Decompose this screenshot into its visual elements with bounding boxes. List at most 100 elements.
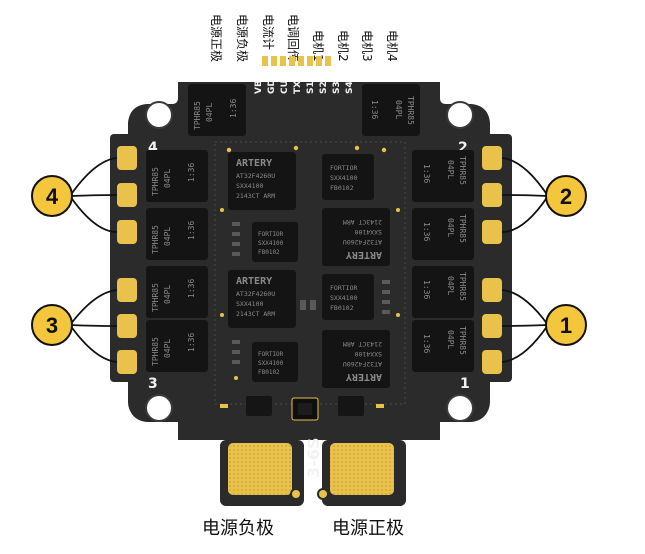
corner-number-bottom-left: 3	[148, 376, 158, 392]
svg-text:SXX4100: SXX4100	[258, 360, 284, 367]
top-label-telemetry: 电调回传	[286, 14, 301, 62]
svg-text:AT32F4260U: AT32F4260U	[236, 290, 275, 298]
voltage-rating-label: 3-6S	[304, 438, 323, 478]
badge-1: 1	[546, 305, 586, 345]
svg-text:04PL: 04PL	[446, 160, 455, 179]
svg-text:TPHR85: TPHR85	[151, 225, 160, 254]
pin-label: TX	[293, 81, 303, 94]
svg-text:SXX4100: SXX4100	[330, 174, 357, 182]
svg-text:TPHR85: TPHR85	[458, 272, 467, 301]
svg-text:1: 1	[560, 313, 572, 338]
pin-label: S1	[306, 81, 316, 94]
mcu-chip-2: ARTERY AT32F4260U SXX4100 2143CT ARM	[228, 270, 296, 328]
mounting-hole-top-right	[447, 102, 473, 128]
svg-text:2143CT ARM: 2143CT ARM	[343, 218, 382, 226]
svg-text:SXX4100: SXX4100	[355, 228, 382, 236]
svg-text:TPHR85: TPHR85	[406, 96, 415, 125]
pin-label: S2	[319, 81, 329, 94]
top-labels: 电源正极 电源负极 电流计 电调回传 电机1 电机2 电机3 电机4	[209, 14, 399, 62]
svg-text:FORTIOR: FORTIOR	[330, 284, 357, 292]
svg-text:1:36: 1:36	[187, 333, 196, 352]
signal-pad	[289, 56, 295, 66]
svg-text:04PL: 04PL	[205, 103, 214, 122]
svg-text:1:36: 1:36	[422, 334, 431, 353]
svg-text:1:36: 1:36	[370, 100, 379, 119]
pin-label: CU	[280, 80, 290, 94]
svg-text:SXX4100: SXX4100	[330, 294, 357, 302]
motor-pad-2b	[482, 183, 502, 207]
svg-text:FORTIOR: FORTIOR	[258, 351, 284, 358]
motor-pad-1a	[482, 278, 502, 302]
driver-chip-3: FORTIOR SXX4100 FB0102	[322, 274, 374, 320]
svg-text:2143CT ARM: 2143CT ARM	[236, 310, 275, 318]
motor-pad-3c	[117, 350, 137, 374]
motor-pad-4b	[117, 183, 137, 207]
mcu-chip-1: ARTERY AT32F4260U SXX4100 2143CT ARM	[228, 152, 296, 210]
signal-pad	[271, 56, 277, 66]
pin-label: VB	[254, 80, 264, 94]
svg-text:1:36: 1:36	[187, 279, 196, 298]
svg-text:TPHR85: TPHR85	[458, 326, 467, 355]
driver-chip-2: FORTIOR SXX4100 FB0102	[252, 222, 298, 262]
corner-number-bottom-right: 1	[460, 376, 470, 392]
svg-text:1:36: 1:36	[187, 221, 196, 240]
svg-text:2143CT ARM: 2143CT ARM	[343, 340, 382, 348]
svg-text:TPHR85: TPHR85	[193, 101, 202, 130]
svg-text:AT32F4260U: AT32F4260U	[236, 172, 275, 180]
negative-pad-via	[291, 489, 301, 499]
svg-text:FORTIOR: FORTIOR	[330, 164, 357, 172]
motor-pad-1c	[482, 350, 502, 374]
badge-3: 3	[32, 305, 72, 345]
top-label-motor4: 电机4	[385, 30, 399, 62]
svg-text:FB0102: FB0102	[330, 184, 354, 192]
mounting-hole-top-left	[146, 102, 172, 128]
mosfet-top-left: TPHR85 04PL 1:36	[188, 84, 246, 136]
motor-pad-3b	[117, 314, 137, 338]
motor-pad-2a	[482, 146, 502, 170]
svg-text:AT32F4260U: AT32F4260U	[343, 238, 382, 246]
signal-pad	[307, 56, 313, 66]
caption-power-positive: 电源正极	[332, 518, 404, 539]
caption-power-negative: 电源负极	[202, 518, 274, 539]
svg-text:ARTERY: ARTERY	[346, 249, 382, 260]
svg-text:1:36: 1:36	[229, 99, 238, 118]
mosfet-top-right: 1:36 04PL TPHR85	[362, 84, 420, 136]
svg-text:04PL: 04PL	[446, 218, 455, 237]
svg-text:FB0102: FB0102	[258, 249, 280, 256]
svg-text:3: 3	[46, 313, 58, 338]
positive-pad-via	[318, 489, 328, 499]
mounting-hole-bottom-left	[146, 395, 172, 421]
svg-text:04PL: 04PL	[446, 276, 455, 295]
signal-pad	[325, 56, 331, 66]
top-label-motor3: 电机3	[360, 30, 374, 62]
svg-text:04PL: 04PL	[446, 330, 455, 349]
svg-text:1:36: 1:36	[187, 163, 196, 182]
mcu-chip-4: ARTERY AT32F4260U SXX4100 2143CT ARM	[322, 330, 390, 388]
top-label-current: 电流计	[261, 14, 275, 50]
pin-label: GD	[267, 79, 277, 94]
svg-text:04PL: 04PL	[163, 339, 172, 358]
svg-text:2: 2	[560, 184, 572, 209]
signal-pad	[316, 56, 322, 66]
badge-2: 2	[546, 176, 586, 216]
top-label-gnd: 电源负极	[235, 14, 249, 62]
signal-pad	[262, 56, 268, 66]
svg-text:04PL: 04PL	[163, 169, 172, 188]
svg-text:SXX4100: SXX4100	[236, 182, 263, 190]
svg-text:SXX4100: SXX4100	[258, 240, 284, 247]
svg-text:ARTERY: ARTERY	[236, 276, 272, 287]
svg-text:TPHR85: TPHR85	[458, 214, 467, 243]
svg-text:4: 4	[46, 184, 59, 209]
driver-chip-1: FORTIOR SXX4100 FB0102	[322, 154, 374, 200]
svg-text:ARTERY: ARTERY	[236, 158, 272, 169]
svg-text:04PL: 04PL	[163, 227, 172, 246]
svg-text:04PL: 04PL	[394, 100, 403, 119]
svg-text:TPHR85: TPHR85	[151, 167, 160, 196]
signal-pad	[280, 56, 286, 66]
svg-text:04PL: 04PL	[163, 285, 172, 304]
pcb-board	[110, 82, 512, 440]
motor-pad-2c	[482, 220, 502, 244]
svg-text:FORTIOR: FORTIOR	[258, 231, 284, 238]
svg-text:TPHR85: TPHR85	[151, 283, 160, 312]
